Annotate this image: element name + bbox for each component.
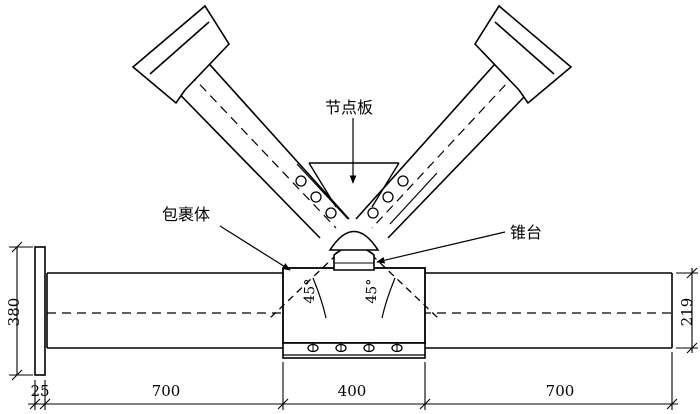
brace-bolt: [310, 191, 322, 203]
dim-horizontal-chain: [28, 352, 678, 410]
angle-arcs: [312, 277, 396, 319]
bottom-bolt-strip: [282, 342, 426, 359]
angle-left-label: 45°: [302, 279, 319, 304]
dim-left-length-label: 700: [152, 382, 181, 400]
dim-flange-height: [9, 241, 33, 381]
dim-pipe-diameter: [676, 267, 698, 354]
left-brace-end: [131, 4, 231, 105]
right-brace-end: [473, 4, 573, 105]
dim-end-plate-label: 25: [30, 382, 49, 400]
end-plate: [34, 246, 46, 376]
gusset-plate-label: 节点板: [325, 98, 373, 117]
cone-platform-label: 锥台: [510, 223, 542, 242]
brace-bolt: [382, 191, 394, 203]
dim-pipe-diameter-label: 219: [678, 298, 696, 327]
dim-flange-height-label: 380: [5, 298, 23, 327]
left-brace-bolts: [295, 175, 337, 219]
encasement-leader: [219, 225, 291, 271]
brace-bolt: [367, 207, 379, 219]
encasement-label: 包裹体: [162, 205, 210, 224]
angle-right-label: 45°: [364, 279, 381, 304]
right-brace-bolts: [367, 175, 409, 219]
left-brace: [153, 35, 350, 239]
cone-leader: [376, 231, 506, 264]
dim-middle-length-label: 400: [338, 382, 367, 400]
load-diffusion-lines: [269, 237, 439, 319]
encasement-block: [282, 267, 426, 344]
brace-bolt: [295, 175, 307, 187]
gusset-plate: [328, 230, 380, 251]
dim-right-length-label: 700: [546, 382, 575, 400]
brace-bolt: [397, 175, 409, 187]
brace-bolt: [325, 207, 337, 219]
